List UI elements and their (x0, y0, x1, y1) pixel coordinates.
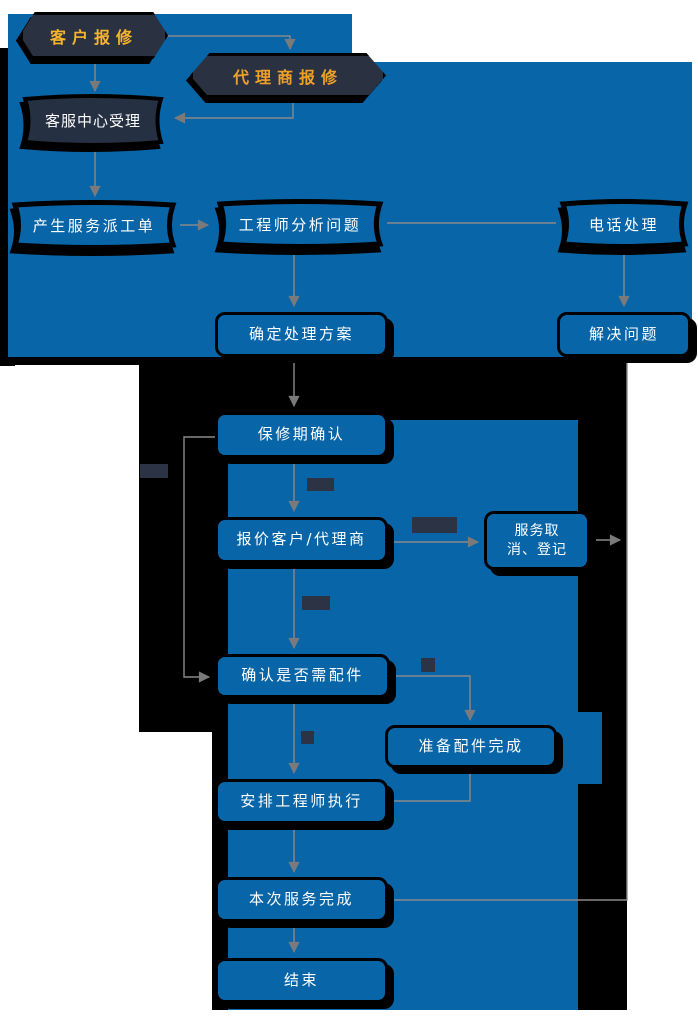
node-service-complete: 本次服务完成 (215, 877, 388, 922)
node-label: 电话处理 (588, 215, 659, 234)
node-end: 结束 (215, 958, 388, 1003)
decision-tag (301, 731, 314, 744)
node-service-center-accept: 客服中心受理 (18, 94, 168, 147)
node-customer-report: 客户报修 (20, 12, 168, 59)
node-label: 服务取消、登记 (507, 523, 567, 558)
decision-tag (421, 658, 435, 672)
stored-data-shape (22, 94, 164, 147)
node-label: 结束 (283, 970, 319, 989)
connector-solve-down-to-complete (391, 357, 628, 901)
wavy-shape (11, 200, 177, 250)
node-quote-customer-agent: 报价客户/代理商 (215, 517, 388, 563)
node-assign-engineer: 安排工程师执行 (215, 779, 388, 824)
node-agent-report: 代理商报修 (190, 53, 386, 98)
node-label: 本次服务完成 (248, 889, 354, 908)
node-label: 产生服务派工单 (32, 216, 156, 235)
node-label: 保修期确认 (257, 425, 346, 444)
node-label: 客户报修 (49, 27, 138, 47)
node-phone-handle: 电话处理 (556, 199, 692, 249)
node-label: 安排工程师执行 (240, 791, 363, 810)
connector-customer-to-agent (168, 35, 296, 51)
node-warranty-confirm: 保修期确认 (215, 412, 388, 458)
connector-warranty-bypass-to-parts-check (183, 436, 215, 683)
node-confirm-parts-needed: 确认是否需配件 (215, 654, 390, 698)
node-label: 报价客户/代理商 (236, 530, 367, 549)
node-create-work-order: 产生服务派工单 (8, 200, 180, 250)
connector-parts-ready-to-assign (391, 768, 471, 802)
node-service-cancel-register: 服务取消、登记 (484, 511, 590, 570)
node-label: 解决问题 (588, 324, 659, 343)
decision-tag (412, 517, 457, 533)
node-label: 确认是否需配件 (241, 666, 364, 685)
node-label: 工程师分析问题 (238, 215, 362, 234)
node-solve-problem: 解决问题 (557, 312, 691, 357)
node-label: 确定处理方案 (248, 324, 354, 343)
wavy-shape (216, 199, 384, 249)
bg-shadow-strip (0, 357, 139, 365)
node-label: 准备配件完成 (418, 736, 524, 755)
node-parts-ready: 准备配件完成 (385, 725, 557, 768)
node-label: 代理商报修 (232, 67, 343, 87)
hexagon-shape: 代理商报修 (190, 53, 386, 98)
decision-tag (302, 596, 330, 610)
node-engineer-analyze: 工程师分析问题 (213, 199, 387, 249)
connector-agent-to-center (173, 97, 294, 124)
decision-tag (140, 464, 168, 478)
wavy-shape (559, 199, 689, 249)
node-determine-solution: 确定处理方案 (215, 312, 388, 357)
decision-tag (307, 478, 334, 491)
node-label: 客服中心受理 (44, 112, 141, 130)
connector-parts-check-to-parts-ready (390, 675, 476, 722)
hexagon-shape: 客户报修 (20, 12, 168, 59)
